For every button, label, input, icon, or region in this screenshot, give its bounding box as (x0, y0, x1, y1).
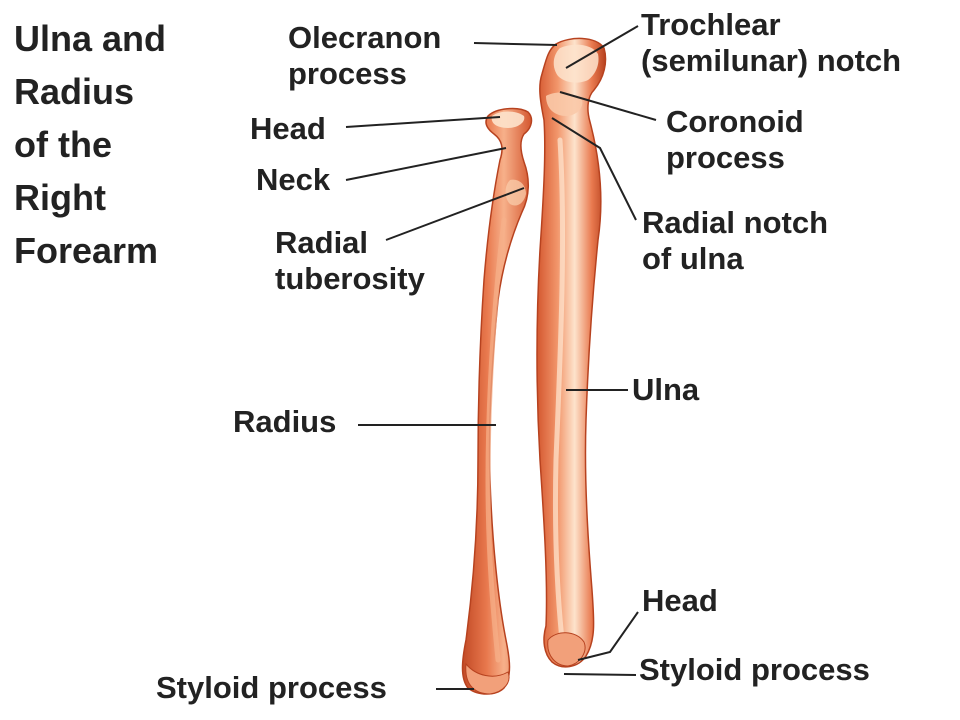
title-line: Ulna and (14, 12, 214, 65)
label-radial-notch-of-ulna: Radial notch of ulna (642, 205, 828, 277)
title-line: Radius (14, 65, 214, 118)
leader-radial-head (346, 117, 500, 127)
label-trochlear-notch: Trochlear (semilunar) notch (641, 7, 901, 79)
leader-olecranon (474, 43, 557, 45)
label-radial-styloid-process: Styloid process (156, 670, 387, 706)
label-ulnar-head: Head (642, 583, 718, 619)
leader-ulnar-styloid (564, 674, 636, 675)
label-ulna: Ulna (632, 372, 699, 408)
diagram-title: Ulna and Radius of the Right Forearm (14, 12, 214, 277)
label-olecranon-process: Olecranon process (288, 20, 441, 92)
leader-neck (346, 148, 506, 180)
label-ulnar-styloid-process: Styloid process (639, 652, 870, 688)
label-radius: Radius (233, 404, 336, 440)
label-coronoid-process: Coronoid process (666, 104, 804, 176)
label-radial-head: Head (250, 111, 326, 147)
title-line: Forearm (14, 224, 214, 277)
radius-bone (463, 109, 532, 694)
label-radial-neck: Neck (256, 162, 330, 198)
ulna-bone (537, 38, 606, 666)
title-line: Right (14, 171, 214, 224)
label-radial-tuberosity: Radial tuberosity (275, 225, 425, 297)
title-line: of the (14, 118, 214, 171)
